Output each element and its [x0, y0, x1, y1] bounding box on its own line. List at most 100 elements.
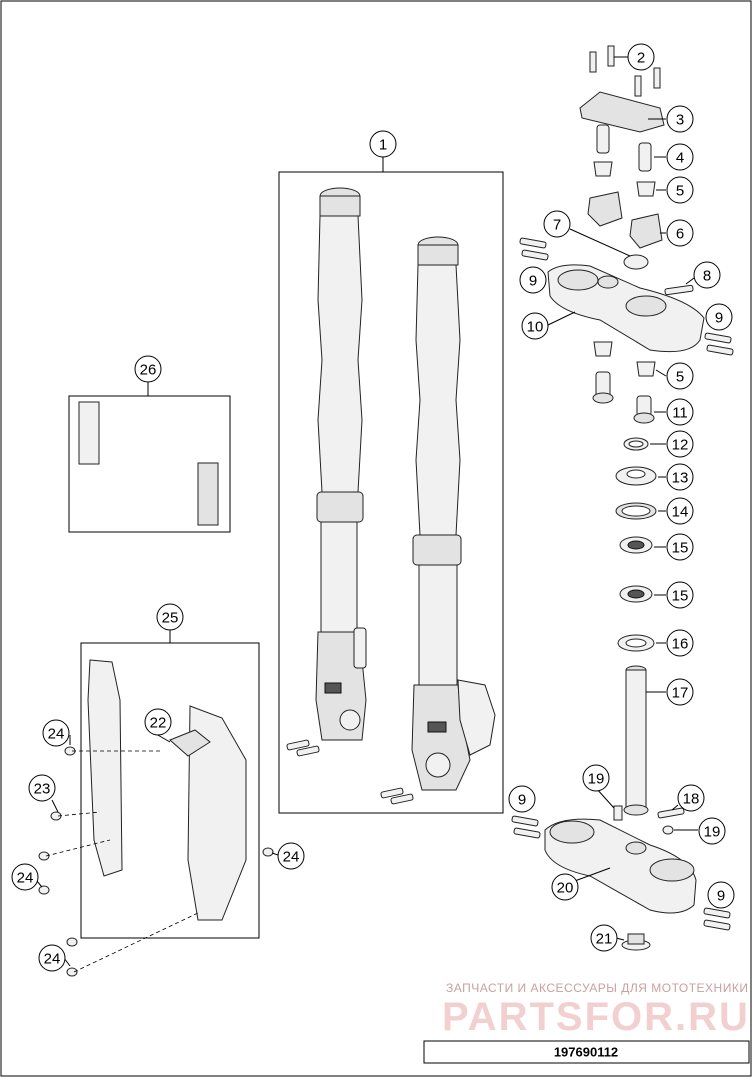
callout-c9d: 9: [707, 881, 735, 909]
handlebar-mount-left: [587, 191, 623, 227]
spacer-left: [596, 124, 610, 154]
callout-circle: [698, 817, 726, 845]
damper-bottom-left: [593, 341, 613, 357]
callout-label: 9: [717, 888, 725, 905]
decal-left: [78, 401, 100, 465]
handlebar-mount-right: [629, 213, 663, 249]
assembly-line-2: [57, 811, 101, 817]
damper-top-left: [593, 161, 613, 177]
callout-c1: 1: [369, 130, 397, 158]
callout-circle: [508, 785, 536, 813]
assembly-line-4: [73, 911, 201, 973]
decal-group-box: [68, 395, 231, 533]
callout-circle: [42, 719, 70, 747]
callout-label: 5: [676, 369, 684, 386]
callout-circle: [519, 266, 547, 294]
callout-circle: [666, 678, 694, 706]
fork-group-box: [278, 171, 504, 814]
callout-circle: [677, 784, 705, 812]
callout-circle: [707, 881, 735, 909]
callout-circle: [38, 944, 66, 972]
callout-circle: [156, 603, 184, 631]
callout-label: 12: [672, 437, 689, 454]
callout-label: 13: [672, 470, 689, 487]
callout-c3: 3: [666, 105, 694, 133]
callout-circle: [590, 924, 618, 952]
callout-c4: 4: [666, 143, 694, 171]
callout-circle: [134, 355, 162, 383]
steering-stem: [623, 665, 649, 816]
callout-circle: [28, 774, 56, 802]
leader-24b: [271, 852, 279, 856]
callout-label: 21: [596, 931, 613, 948]
stem-bolt-b: [662, 825, 674, 835]
lower-triple-clamp: [544, 818, 697, 914]
callout-circle: [369, 130, 397, 158]
handlebar-bolts: [589, 45, 661, 97]
steering-bearing-lower: [619, 585, 653, 603]
fork-guard-left: [87, 659, 123, 877]
leader-5b: [655, 369, 667, 377]
callout-c15b: 15: [666, 581, 694, 609]
callout-circle: [693, 261, 721, 289]
callout-circle: [666, 430, 694, 458]
callout-circle: [11, 863, 39, 891]
callout-label: 20: [557, 880, 574, 897]
callout-label: 8: [703, 268, 711, 285]
callout-c24c: 24: [11, 863, 39, 891]
callout-circle: [666, 143, 694, 171]
leader-10: [547, 311, 576, 326]
callout-circle: [666, 219, 694, 247]
callout-circle: [666, 463, 694, 491]
leader-19a: [595, 787, 615, 809]
callout-circle: [144, 708, 172, 736]
callout-label: 24: [44, 951, 61, 968]
callout-circle: [666, 398, 694, 426]
callout-c11: 11: [666, 398, 694, 426]
damper-bottom-right: [636, 361, 656, 377]
callout-circle: [543, 210, 571, 238]
callout-label: 25: [162, 610, 179, 627]
callout-circle: [666, 497, 694, 525]
callout-circle: [705, 303, 733, 331]
guard-clip: [169, 729, 211, 757]
callout-circle: [666, 105, 694, 133]
callout-c10: 10: [521, 312, 549, 340]
callout-circle: [277, 842, 305, 870]
callout-label: 23: [34, 781, 51, 798]
callout-c23: 23: [28, 774, 56, 802]
callout-circle: [521, 312, 549, 340]
leader-20: [571, 867, 611, 883]
callout-label: 24: [283, 849, 300, 866]
callout-label: 4: [676, 150, 684, 167]
callout-c22: 22: [144, 708, 172, 736]
leader-7: [569, 228, 631, 257]
callout-c18: 18: [677, 784, 705, 812]
reference-number-box: [423, 1040, 750, 1064]
callout-c16: 16: [666, 629, 694, 657]
callout-c24d: 24: [38, 944, 66, 972]
callout-c6: 6: [666, 219, 694, 247]
fork-clamp-bolts: [286, 739, 414, 805]
callout-c21: 21: [590, 924, 618, 952]
reference-number: 197690112: [554, 1045, 618, 1060]
callout-c9a: 9: [519, 266, 547, 294]
callout-circle: [551, 873, 579, 901]
callout-c17: 17: [666, 678, 694, 706]
clamp-bolts-upper: [519, 237, 734, 356]
watermark-logo: PARTSFOR.RU: [442, 995, 750, 1039]
callout-c26: 26: [134, 355, 162, 383]
stem-bolt-a: [613, 805, 623, 821]
callout-c19b: 19: [698, 817, 726, 845]
spacer-right: [638, 142, 652, 172]
callout-c2: 2: [627, 43, 655, 71]
callout-circle: [666, 629, 694, 657]
stem-cap: [621, 933, 651, 951]
callout-label: 18: [683, 791, 700, 808]
callout-label: 24: [48, 726, 65, 743]
clamp-bolts-lower: [511, 815, 731, 931]
callout-c20: 20: [551, 873, 579, 901]
